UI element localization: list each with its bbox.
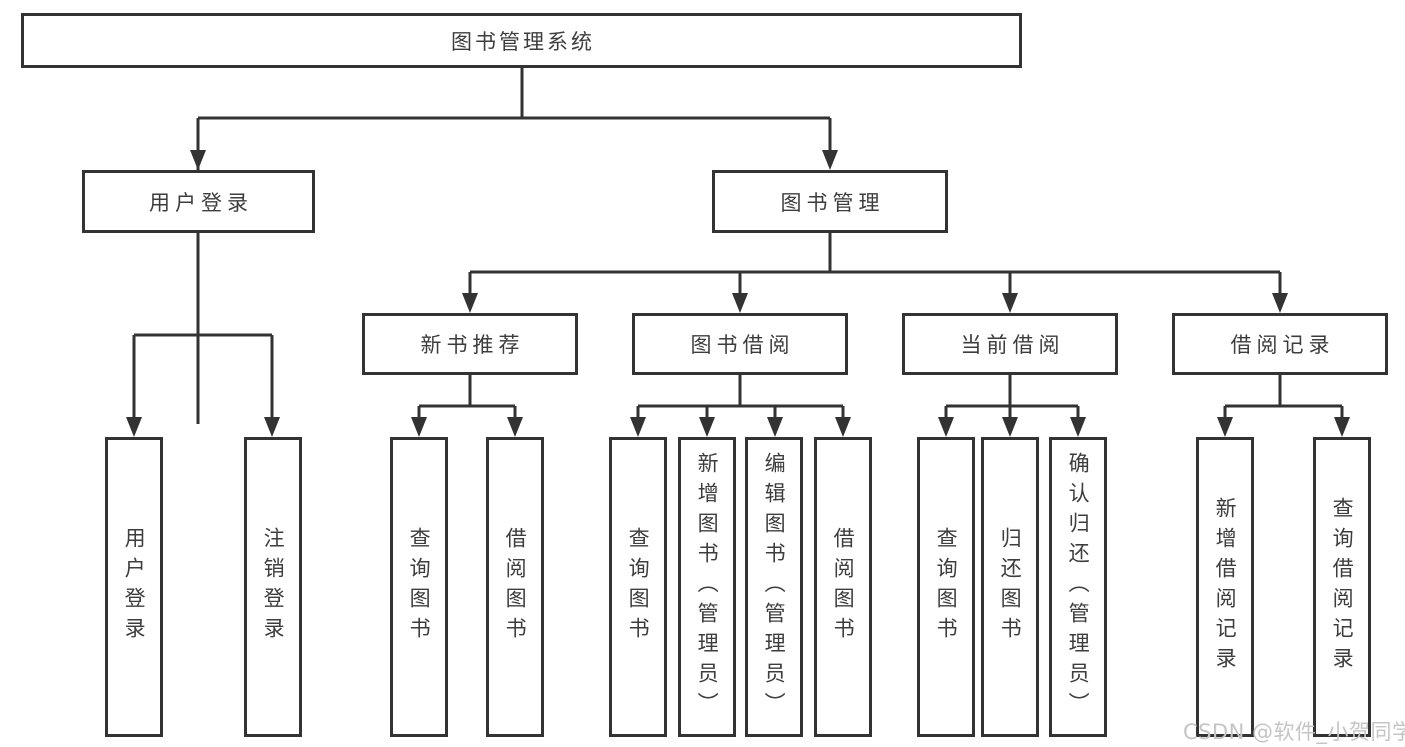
node-query-books-recommend: 查询图书 bbox=[390, 437, 448, 737]
node-confirm-return-admin: 确认归还（管理员） bbox=[1049, 437, 1107, 737]
node-query-books-borrow: 查询图书 bbox=[609, 437, 667, 737]
node-label: 新增图书（管理员） bbox=[695, 452, 720, 722]
node-label: 查询图书 bbox=[626, 527, 651, 647]
node-query-borrow-record: 查询借阅记录 bbox=[1313, 437, 1371, 737]
node-user-login-leaf: 用户登录 bbox=[105, 437, 163, 737]
node-new-book-recommend: 新书推荐 bbox=[362, 313, 578, 375]
arrowhead bbox=[411, 417, 427, 437]
node-label: 用户登录 bbox=[122, 527, 147, 647]
arrowhead bbox=[1070, 417, 1086, 437]
node-logout-leaf: 注销登录 bbox=[244, 437, 302, 737]
arrowhead bbox=[835, 417, 851, 437]
node-label: 查询借阅记录 bbox=[1330, 497, 1355, 677]
node-label: 借阅图书 bbox=[503, 527, 528, 647]
node-label: 查询图书 bbox=[407, 527, 432, 647]
arrowhead bbox=[1334, 417, 1350, 437]
node-book-management: 图书管理 bbox=[712, 170, 948, 233]
arrowhead bbox=[264, 417, 280, 437]
node-return-book: 归还图书 bbox=[981, 437, 1039, 737]
node-borrow-books-leaf: 借阅图书 bbox=[814, 437, 872, 737]
node-library-system: 图书管理系统 bbox=[21, 13, 1022, 68]
arrowhead bbox=[126, 417, 142, 437]
arrowhead bbox=[462, 293, 478, 313]
node-query-books-current: 查询图书 bbox=[917, 437, 975, 737]
arrowhead bbox=[507, 417, 523, 437]
connector-mgmt-to-level3 bbox=[468, 232, 1282, 300]
node-user-login: 用户登录 bbox=[82, 170, 315, 233]
arrowhead bbox=[1002, 417, 1018, 437]
arrowhead bbox=[190, 150, 206, 170]
node-label: 注销登录 bbox=[261, 527, 286, 647]
arrowhead bbox=[1002, 293, 1018, 313]
arrowhead bbox=[767, 417, 783, 437]
connector-recommend-to-children bbox=[417, 374, 517, 424]
arrowhead bbox=[699, 417, 715, 437]
connector-current-to-children bbox=[944, 374, 1080, 424]
node-label: 确认归还（管理员） bbox=[1066, 452, 1091, 722]
arrowhead bbox=[938, 417, 954, 437]
arrowhead bbox=[822, 150, 838, 170]
node-add-book-admin: 新增图书（管理员） bbox=[678, 437, 736, 737]
node-borrow-records: 借阅记录 bbox=[1172, 313, 1388, 375]
arrowhead bbox=[1217, 417, 1233, 437]
watermark: CSDN @软件_小贺同学 bbox=[1183, 720, 1405, 744]
node-label: 编辑图书（管理员） bbox=[762, 452, 787, 722]
node-add-borrow-record: 新增借阅记录 bbox=[1196, 437, 1254, 737]
connector-records-to-children bbox=[1223, 374, 1344, 424]
node-label: 查询图书 bbox=[934, 527, 959, 647]
node-label: 归还图书 bbox=[998, 527, 1023, 647]
node-label: 新增借阅记录 bbox=[1213, 497, 1238, 677]
arrowhead bbox=[630, 417, 646, 437]
node-edit-book-admin: 编辑图书（管理员） bbox=[745, 437, 803, 737]
node-current-borrow: 当前借阅 bbox=[902, 313, 1118, 375]
node-label: 借阅图书 bbox=[831, 527, 856, 647]
node-borrow-books-recommend: 借阅图书 bbox=[486, 437, 544, 737]
arrowhead bbox=[732, 293, 748, 313]
arrowhead bbox=[1272, 293, 1288, 313]
connector-login-to-children bbox=[132, 233, 274, 424]
connector-borrow-to-children bbox=[636, 374, 845, 424]
node-book-borrow: 图书借阅 bbox=[632, 313, 848, 375]
